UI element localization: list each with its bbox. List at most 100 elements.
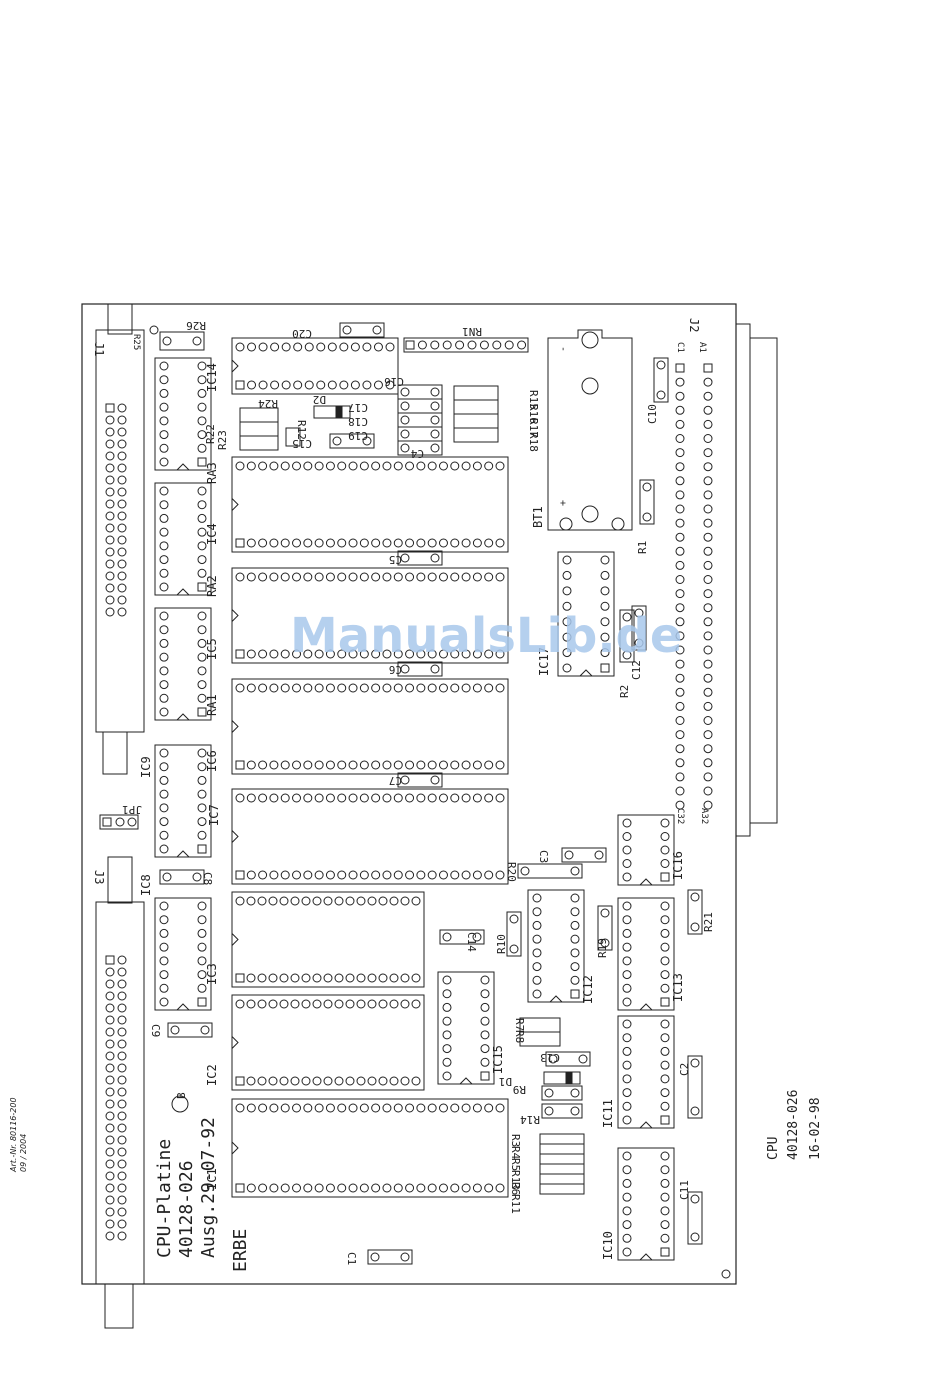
chip-ic16-pin — [660, 818, 670, 828]
chip-ic14-pin — [373, 342, 383, 352]
part-c12 — [631, 605, 647, 651]
chip-ic1-pin — [450, 1183, 460, 1193]
chip-ic5-pin — [382, 572, 392, 582]
j3-connector-pin — [117, 1159, 127, 1169]
chip-ra1-pin — [197, 666, 207, 676]
chip-ic4-pin — [450, 538, 460, 548]
j1-connector-pin — [117, 607, 127, 617]
chip-ic1-pin — [348, 1103, 358, 1113]
chip-ic13 — [617, 897, 675, 1011]
chip-ic3-pin — [400, 973, 410, 983]
chip-ic6-pin — [416, 683, 426, 693]
chip-ic7-pin — [382, 870, 392, 880]
chip-ic4-pin — [235, 461, 245, 471]
chip-ic6-pin1 — [235, 760, 245, 770]
part-c5-pad — [430, 553, 440, 563]
chip-ic5-pin — [416, 572, 426, 582]
j1-connector-pin — [117, 403, 127, 413]
j3-connector-pin — [117, 1195, 127, 1205]
chip-ic2-pin — [345, 999, 355, 1009]
j1-latch-bottom — [102, 731, 128, 775]
chip-ic1-pin — [325, 1183, 335, 1193]
chip-ic1-pin — [461, 1103, 471, 1113]
chip-ic8-pin — [197, 928, 207, 938]
chip-ic7-pin — [461, 870, 471, 880]
chip-ic9 — [154, 744, 212, 858]
j2-pin — [675, 687, 685, 697]
part-r20-outline — [517, 863, 583, 879]
chip-ic14-pin — [339, 380, 349, 390]
j2-pin — [703, 645, 713, 655]
chip-ic2-pin — [279, 1076, 289, 1086]
chip-ic4-pin — [472, 538, 482, 548]
chip-ic4-pin — [382, 538, 392, 548]
chip-ic2-pin — [246, 999, 256, 1009]
chip-ic10-pin — [660, 1206, 670, 1216]
chip-ic1-pin — [235, 1103, 245, 1113]
label-c11: C11 — [678, 1180, 691, 1200]
chip-ic17-pin — [562, 663, 572, 673]
j1-connector-pin — [105, 571, 115, 581]
chip-ic6-pin — [303, 683, 313, 693]
chip-ic1-pin — [269, 1183, 279, 1193]
chip-ic15-pin — [480, 989, 490, 999]
j2-pin — [703, 504, 713, 514]
chip-ic5-pin — [359, 649, 369, 659]
chip-ic11-pin — [660, 1060, 670, 1070]
chip-ic2-pin — [257, 1076, 267, 1086]
chip-ra1-pin — [197, 680, 207, 690]
part-c12-outline — [631, 605, 647, 651]
chip-ic3-pin — [356, 973, 366, 983]
chip-ic6-pin — [427, 683, 437, 693]
label-c15: C15 — [292, 437, 312, 450]
j2-pin — [675, 800, 685, 810]
jp1-jumper — [99, 814, 139, 830]
chip-ic3-pin — [290, 896, 300, 906]
label-d2: D2 — [313, 393, 326, 406]
chip-ic4-pin — [314, 538, 324, 548]
chip-ic7-pin — [292, 870, 302, 880]
chip-ic4-pin — [325, 461, 335, 471]
chip-ic12-pin — [532, 920, 542, 930]
part-c11-pad — [690, 1194, 700, 1204]
chip-ic5-pin — [450, 572, 460, 582]
chip-ic11-pin — [660, 1019, 670, 1029]
j2-pin — [675, 631, 685, 641]
chip-ic13-pin — [622, 956, 632, 966]
chip-ic1-pin — [337, 1183, 347, 1193]
j2-pin — [675, 377, 685, 387]
j3-connector-pin — [105, 1171, 115, 1181]
chip-ic4 — [231, 456, 509, 553]
j1-connector-pin — [117, 523, 127, 533]
chip-ic16-pin — [622, 872, 632, 882]
j3-connector-pin — [105, 1051, 115, 1061]
chip-ic14-pin — [235, 342, 245, 352]
chip-ic3-pin — [400, 896, 410, 906]
chip-ic5-pin — [269, 649, 279, 659]
chip-ic9-pin — [159, 762, 169, 772]
chip-ic10 — [617, 1147, 675, 1261]
j1-connector-pin — [105, 463, 115, 473]
j2-pin — [703, 490, 713, 500]
part-r16 — [453, 399, 499, 415]
chip-ic4-pin — [303, 461, 313, 471]
chip-ic1-pin — [438, 1183, 448, 1193]
chip-ic11-pin — [622, 1074, 632, 1084]
chip-ic14-pin — [247, 380, 257, 390]
part-c6-outline — [397, 661, 443, 677]
chip-ic17-pin1 — [600, 663, 610, 673]
j2-pin — [675, 673, 685, 683]
j3-connector-pin — [105, 1015, 115, 1025]
chip-ic3-pin — [378, 973, 388, 983]
part-r8 — [519, 1031, 561, 1047]
part-r14-pad — [570, 1106, 580, 1116]
j1-connector-pin — [105, 547, 115, 557]
chip-ic7-pin — [495, 870, 505, 880]
j2-pin — [703, 405, 713, 415]
chip-ic6-notch — [231, 720, 239, 733]
part-c13-outline — [545, 1051, 591, 1067]
chip-ic12-pin — [570, 907, 580, 917]
label-r21: R21 — [702, 912, 715, 932]
chip-ic4-pin — [450, 461, 460, 471]
chip-ic6-pin — [461, 760, 471, 770]
